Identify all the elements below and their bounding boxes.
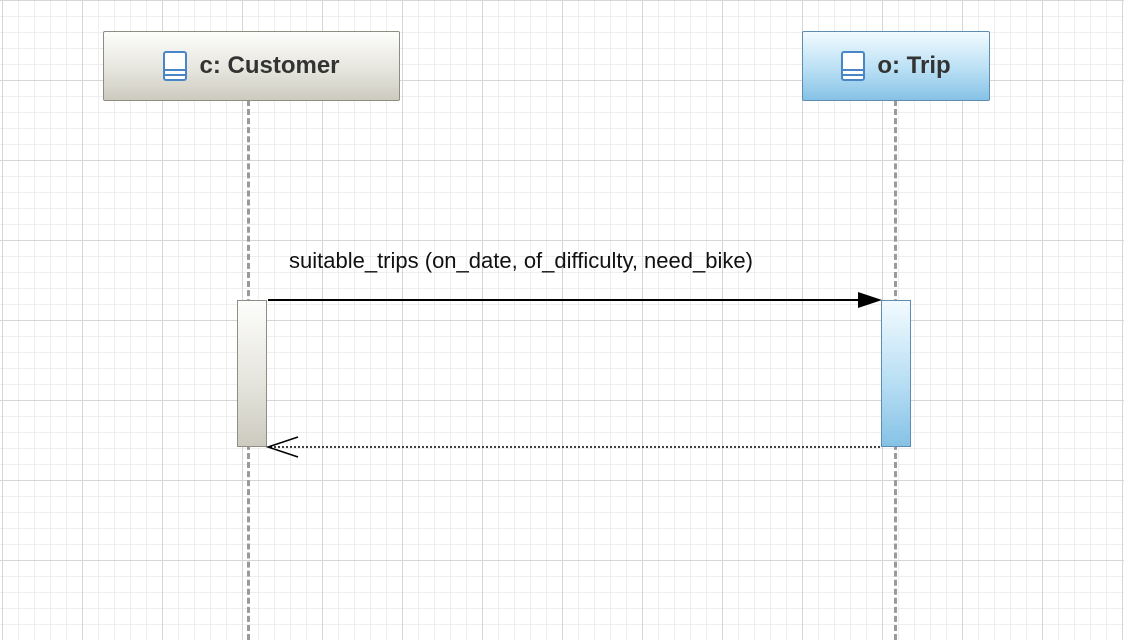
activation-bar-trip[interactable]	[881, 300, 911, 447]
participant-label: c: Customer	[199, 52, 340, 79]
participant-customer[interactable]: c: Customer	[103, 31, 400, 101]
return-arrowhead	[265, 436, 299, 458]
participant-label: o: Trip	[877, 52, 951, 79]
class-icon	[163, 51, 188, 81]
participant-trip[interactable]: o: Trip	[802, 31, 990, 101]
activation-bar-customer[interactable]	[237, 300, 267, 447]
class-icon	[841, 51, 866, 81]
message-label[interactable]: suitable_trips (on_date, of_difficulty, …	[289, 248, 753, 273]
call-arrowhead	[858, 292, 882, 308]
